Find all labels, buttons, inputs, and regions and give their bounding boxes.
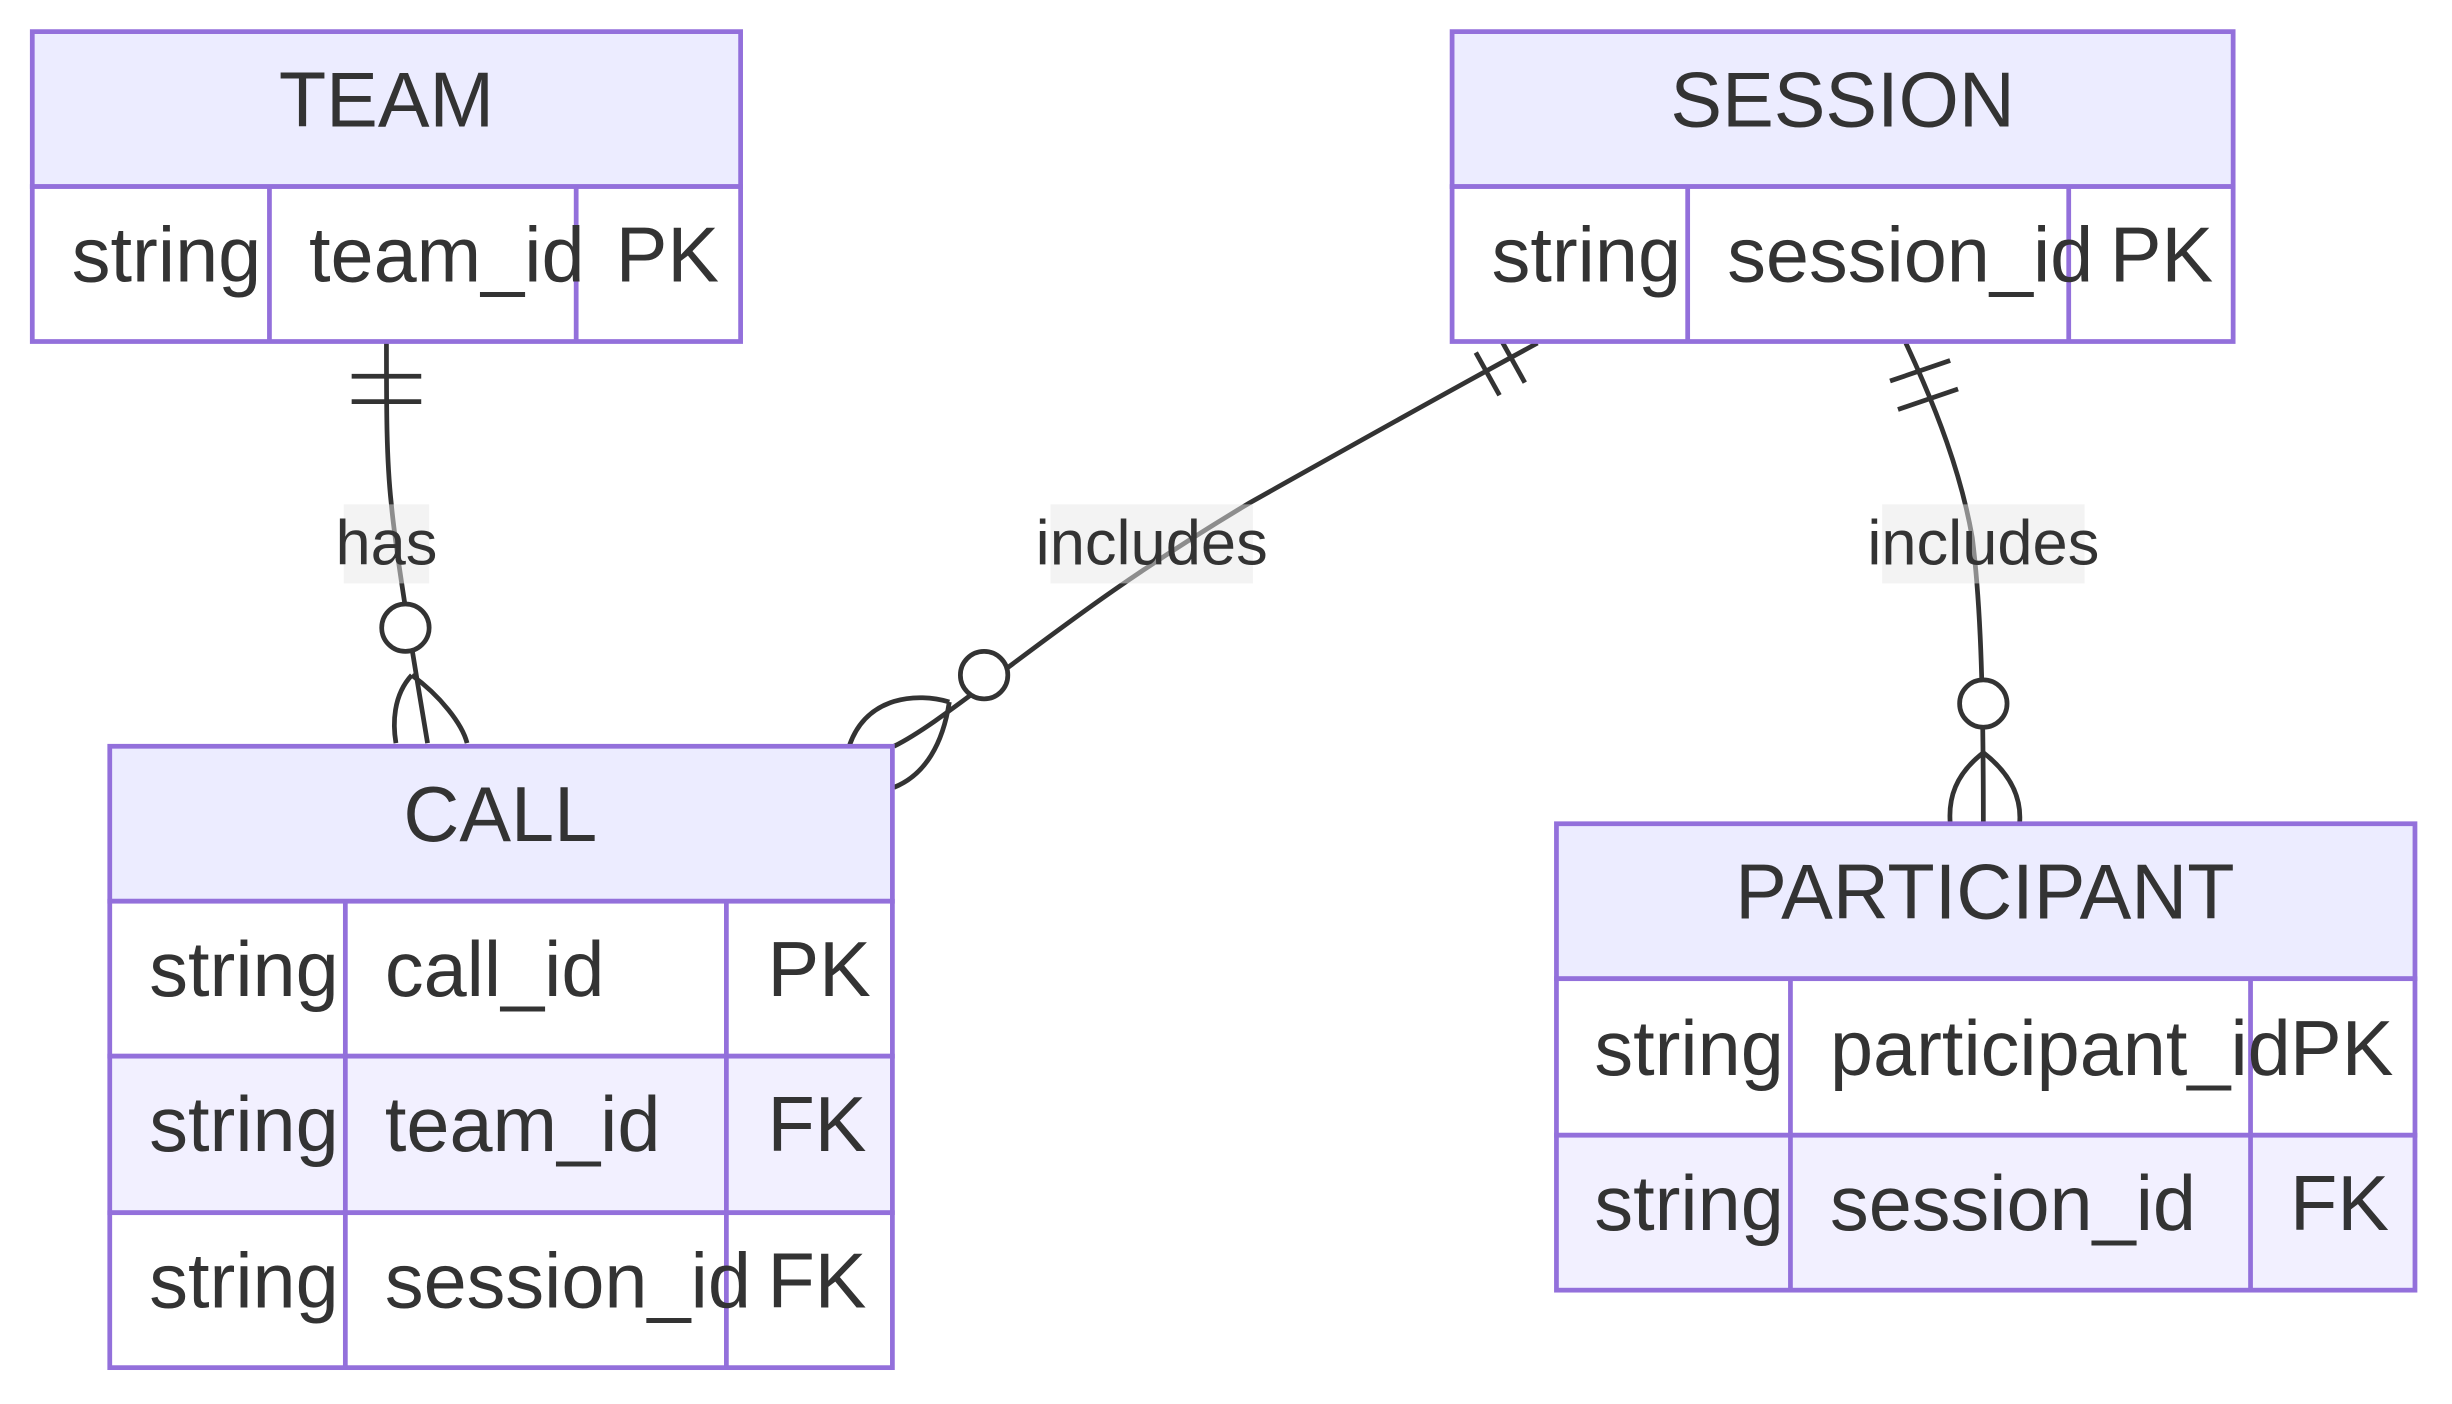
attribute-name: participant_id [1830,1006,2291,1092]
attribute-row [107,898,895,1059]
entity-title: TEAM [279,57,494,143]
zero-marker-icon [379,601,432,654]
attribute-row [29,184,743,344]
relationship-label-includes-call: includes [1036,504,1268,584]
attribute-key: PK [616,212,719,298]
attribute-type: string [149,927,338,1013]
attribute-key: PK [2290,1006,2393,1092]
entity-session[interactable]: SESSION string session_id PK [1449,29,2236,344]
attribute-key: PK [767,927,870,1013]
entity-header [107,743,895,904]
attribute-row [107,1053,895,1216]
attribute-type: string [72,212,261,298]
entity-title: SESSION [1670,57,2014,143]
attribute-name: team_id [385,1082,661,1168]
entity-header [1554,821,2418,982]
attribute-key: FK [767,1082,866,1168]
relationship-label: includes [1867,508,2099,578]
attribute-name: team_id [309,212,585,298]
attribute-name: session_id [1727,212,2093,298]
attribute-type: string [1594,1006,1783,1092]
attribute-type: string [149,1082,338,1168]
entity-header [29,29,743,189]
entity-participant[interactable]: PARTICIPANT string participant_id PK str… [1554,821,2418,1293]
attribute-name: session_id [385,1239,751,1325]
entity-call[interactable]: CALL string call_id PK string team_id FK… [107,743,895,1371]
attribute-row [1449,184,2236,344]
entity-header [1449,29,2236,189]
attribute-row [107,1210,895,1371]
attribute-type: string [149,1239,338,1325]
entity-title: CALL [403,772,597,858]
entity-team[interactable]: TEAM string team_id PK [29,29,743,344]
attribute-row [1554,1132,2418,1293]
attribute-name: session_id [1830,1161,2196,1247]
attribute-key: FK [767,1239,866,1325]
attribute-name: call_id [385,927,605,1013]
relationship-label: includes [1036,508,1268,578]
attribute-key: PK [2110,212,2213,298]
attribute-type: string [1594,1161,1783,1247]
relationship-label: has [335,508,437,578]
zero-marker-icon [958,649,1011,702]
attribute-row [1554,976,2418,1138]
relationship-label-has: has [335,504,437,584]
attribute-type: string [1492,212,1681,298]
attribute-key: FK [2290,1161,2389,1247]
relationship-label-includes-participant: includes [1867,504,2099,584]
entity-title: PARTICIPANT [1735,850,2234,936]
zero-marker-icon [1957,677,2010,730]
